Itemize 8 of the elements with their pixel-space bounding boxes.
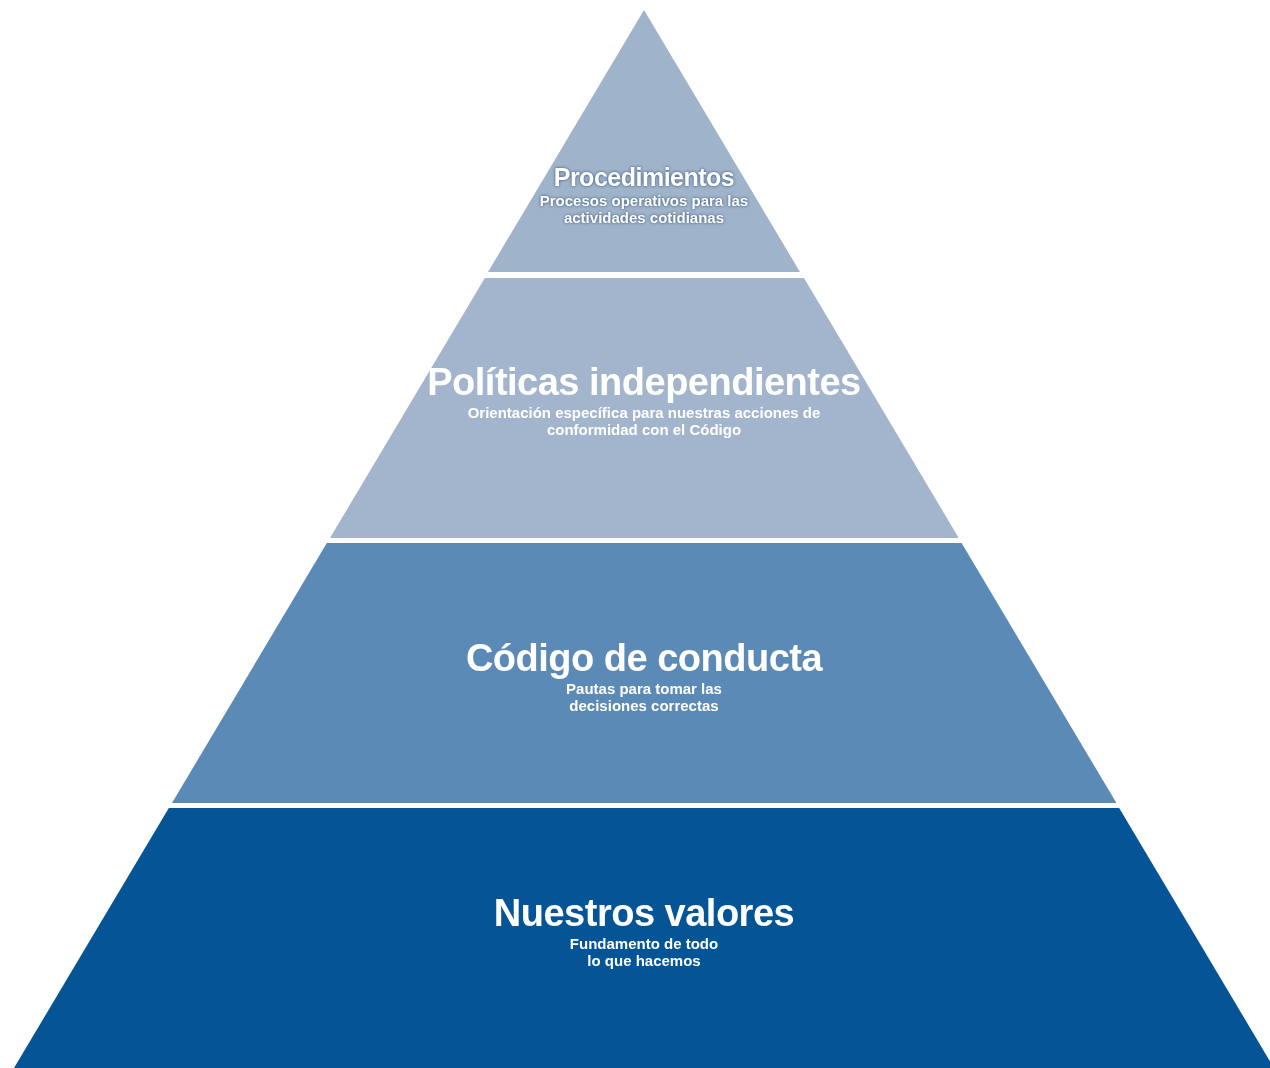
tier-heading: Código de conducta — [465, 638, 823, 680]
tier-heading: Procedimientos — [553, 164, 735, 192]
tier-description: Orientación específica para nuestras acciones de conformidad con el Código — [466, 403, 822, 438]
tier-description: Procesos operativos para las actividades cotidianas — [538, 191, 750, 226]
tier-description: Pautas para tomar las decisiones correctas — [565, 679, 723, 714]
tier-description: Fundamento de todo lo que hacemos — [568, 934, 720, 969]
tier-heading: Nuestros valores — [493, 893, 795, 935]
tier-heading: Políticas independientes — [427, 362, 861, 404]
